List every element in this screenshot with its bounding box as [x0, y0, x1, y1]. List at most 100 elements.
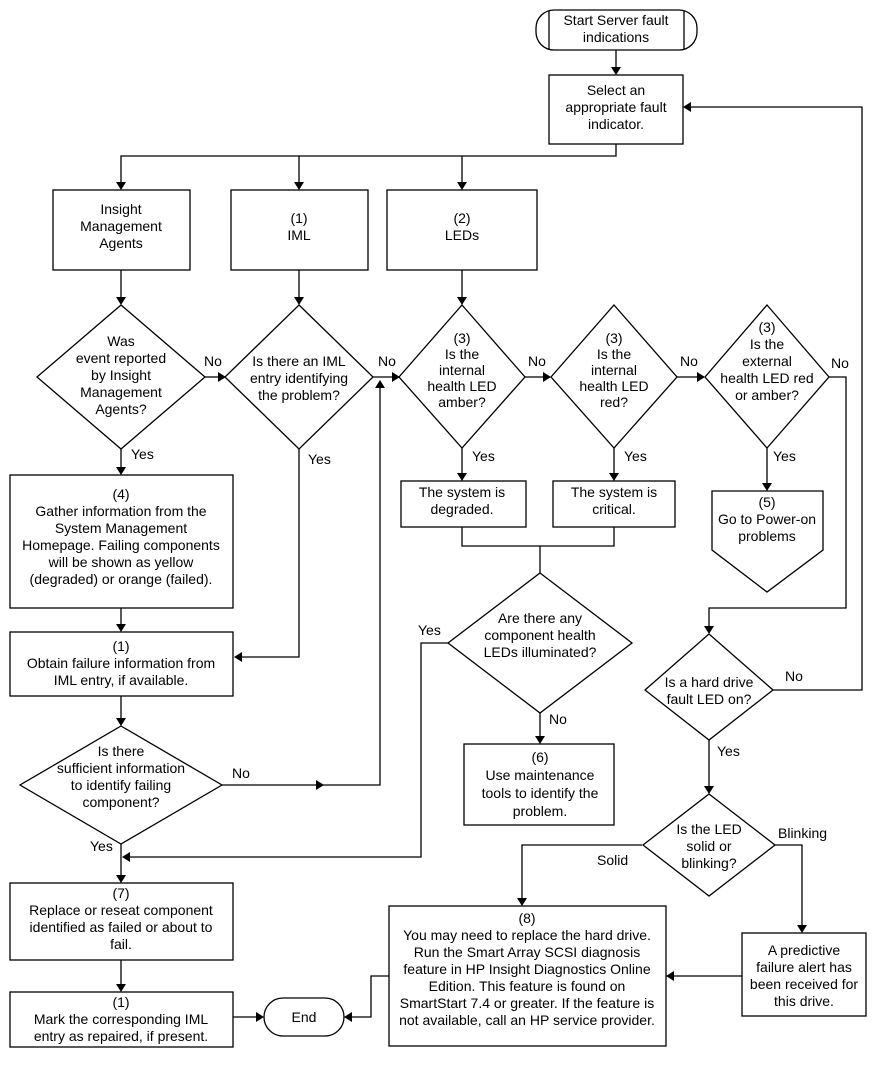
- node-line: fail.: [110, 936, 132, 952]
- node-line: (degraded) or orange (failed).: [30, 571, 213, 587]
- node-line: fault LED on?: [667, 691, 752, 707]
- gather-info-box: [9, 474, 234, 609]
- start-terminator: [535, 9, 698, 51]
- node-line: Agents: [99, 235, 143, 251]
- internal-amber-decision: [398, 304, 526, 449]
- node-line: Management: [80, 218, 162, 234]
- sufficient-info-decision: [18, 725, 224, 845]
- harddrive-no-label: No: [785, 668, 803, 684]
- shapes: [9, 9, 867, 1048]
- iml-no-label: No: [378, 353, 396, 369]
- node-line: health LED: [427, 378, 496, 394]
- iml-yes-label: Yes: [308, 451, 331, 467]
- node-line: Management: [80, 384, 162, 400]
- node-line: Was: [107, 333, 134, 349]
- node-line: appropriate fault: [565, 99, 666, 115]
- node-line: to identify failing: [71, 777, 171, 793]
- node-line: amber?: [438, 394, 486, 410]
- end-terminator: [263, 997, 345, 1037]
- iml-entry-decision: [224, 304, 374, 450]
- insight-agents-box: [52, 189, 191, 271]
- node-line: component?: [82, 794, 159, 810]
- node-line: The system is: [571, 484, 657, 500]
- end-label: End: [292, 1009, 317, 1025]
- node-line: tools to identify the: [482, 785, 599, 801]
- node-line: not available, call an HP service provid…: [399, 1012, 655, 1028]
- predictive-alert-box: [741, 932, 867, 1017]
- node-line: Is the: [750, 336, 784, 352]
- node-line: this drive.: [774, 993, 834, 1009]
- node-line: sufficient information: [57, 760, 185, 776]
- node-line: Obtain failure information from: [27, 655, 215, 671]
- blinking-edge-label: Blinking: [778, 825, 827, 841]
- component-yes-label: Yes: [418, 622, 441, 638]
- node-line: Is the: [597, 346, 631, 362]
- node-line: Use maintenance: [486, 767, 595, 783]
- node-line: identified as failed or about to: [30, 919, 213, 935]
- node-line: problems: [738, 528, 796, 544]
- node-line: SmartStart 7.4 or greater. If the featur…: [400, 995, 654, 1011]
- led-solid-blinking-decision: [641, 793, 777, 897]
- node-line: Agents?: [95, 401, 147, 417]
- node-line: Run the Smart Array SCSI diagnosis: [414, 944, 640, 960]
- node-line: A predictive: [768, 942, 841, 958]
- node-line: failure alert has: [756, 959, 852, 975]
- component-no-label: No: [549, 711, 567, 727]
- select-indicator-box: [548, 74, 684, 145]
- ext-yes-label: Yes: [773, 448, 796, 464]
- maintenance-tools-box: [463, 743, 615, 826]
- node-line: (1): [290, 210, 307, 226]
- node-line: (4): [112, 486, 129, 502]
- node-line: health LED: [579, 378, 648, 394]
- ext-no-label: No: [831, 355, 849, 371]
- internal-red-decision: [550, 304, 678, 449]
- replace-component-box: [9, 882, 234, 961]
- node-line: (1): [112, 994, 129, 1010]
- harddrive-yes-label: Yes: [717, 743, 740, 759]
- node-line: indications: [583, 29, 649, 45]
- degraded-box: [400, 480, 527, 528]
- node-line: degraded.: [430, 501, 493, 517]
- node-line: (8): [518, 910, 535, 926]
- node-line: health LED red: [720, 370, 813, 386]
- node-line: Are there any: [498, 610, 582, 626]
- node-line: (3): [605, 330, 622, 346]
- node-line: System Management: [55, 520, 187, 536]
- node-line: internal: [439, 362, 485, 378]
- node-line: LEDs illuminated?: [484, 644, 597, 660]
- hard-drive-led-decision: [643, 633, 775, 741]
- critical-box: [552, 480, 676, 528]
- sufficient-yes-label: Yes: [90, 838, 113, 854]
- node-line: the problem?: [258, 387, 340, 403]
- node-line: Start Server fault: [563, 12, 668, 28]
- leds-label: (2)LEDs: [445, 210, 479, 243]
- mark-repaired-box: [9, 991, 234, 1048]
- node-line: Homepage. Failing components: [22, 537, 220, 553]
- node-line: LEDs: [445, 227, 479, 243]
- node-line: Select an: [587, 82, 645, 98]
- reported-yes-label: Yes: [131, 446, 154, 462]
- leds-box: [386, 189, 538, 271]
- replace-drive-label: (8)You may need to replace the hard driv…: [399, 910, 655, 1028]
- red-yes-label: Yes: [624, 448, 647, 464]
- reported-no-label: No: [204, 353, 222, 369]
- node-line: (6): [531, 749, 548, 765]
- node-line: feature in HP Insight Diagnostics Online: [403, 961, 650, 977]
